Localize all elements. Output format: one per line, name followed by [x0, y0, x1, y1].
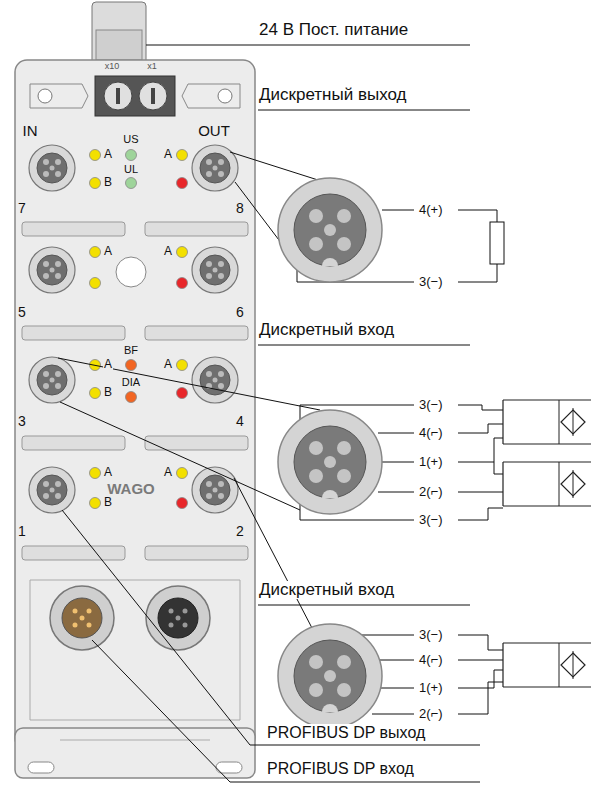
port-number: 3: [17, 414, 27, 429]
port-number: 1: [17, 524, 27, 539]
callout-title: Дискретный вход: [258, 581, 395, 600]
switch-label: x10: [104, 62, 121, 72]
switch-label: x1: [146, 62, 158, 72]
port-number: 8: [235, 201, 245, 216]
led-label: A: [163, 148, 173, 161]
port-number: 4: [235, 414, 245, 429]
led-label: DIA: [121, 376, 141, 388]
pin-label: 4(⌐): [418, 653, 443, 667]
pin-label: 3(−): [418, 398, 443, 412]
led-label: A: [103, 466, 113, 479]
led-label: A: [103, 245, 113, 258]
pin-label: 2(⌐): [418, 485, 443, 499]
callout-title: PROFIBUS DP выход: [266, 724, 426, 742]
led-label: BF: [123, 344, 139, 356]
pin-label: 4(⌐): [418, 426, 443, 440]
callout-title: Дискретный вход: [258, 321, 395, 340]
port-number: 5: [17, 305, 27, 320]
port-label: OUT: [197, 123, 231, 140]
callout-title: 24 В Пост. питание: [258, 21, 409, 40]
led-label: A: [163, 466, 173, 479]
led-label: A: [103, 148, 113, 161]
pin-label: 2(⌐): [418, 707, 443, 721]
led-label: B: [103, 176, 113, 189]
led-label: A: [103, 358, 113, 371]
pin-label: 4(+): [418, 203, 443, 217]
port-number: 7: [17, 201, 27, 216]
port-number: 6: [235, 305, 245, 320]
brand-logo: WAGO: [106, 481, 156, 498]
led-label: US: [122, 133, 139, 145]
port-label: IN: [22, 123, 39, 140]
pin-label: 1(+): [418, 455, 443, 469]
led-label: A: [163, 245, 173, 258]
led-label: UL: [123, 163, 139, 175]
led-label: B: [103, 386, 113, 399]
led-label: A: [163, 358, 173, 371]
pin-label: 3(−): [418, 513, 443, 527]
callout-title: Дискретный выход: [258, 86, 407, 105]
callout-title: PROFIBUS DP вход: [266, 760, 415, 778]
port-number: 2: [235, 524, 245, 539]
led-label: B: [103, 496, 113, 509]
pin-label: 1(+): [418, 681, 443, 695]
pin-label: 3(−): [418, 275, 443, 289]
pin-label: 3(−): [418, 628, 443, 642]
